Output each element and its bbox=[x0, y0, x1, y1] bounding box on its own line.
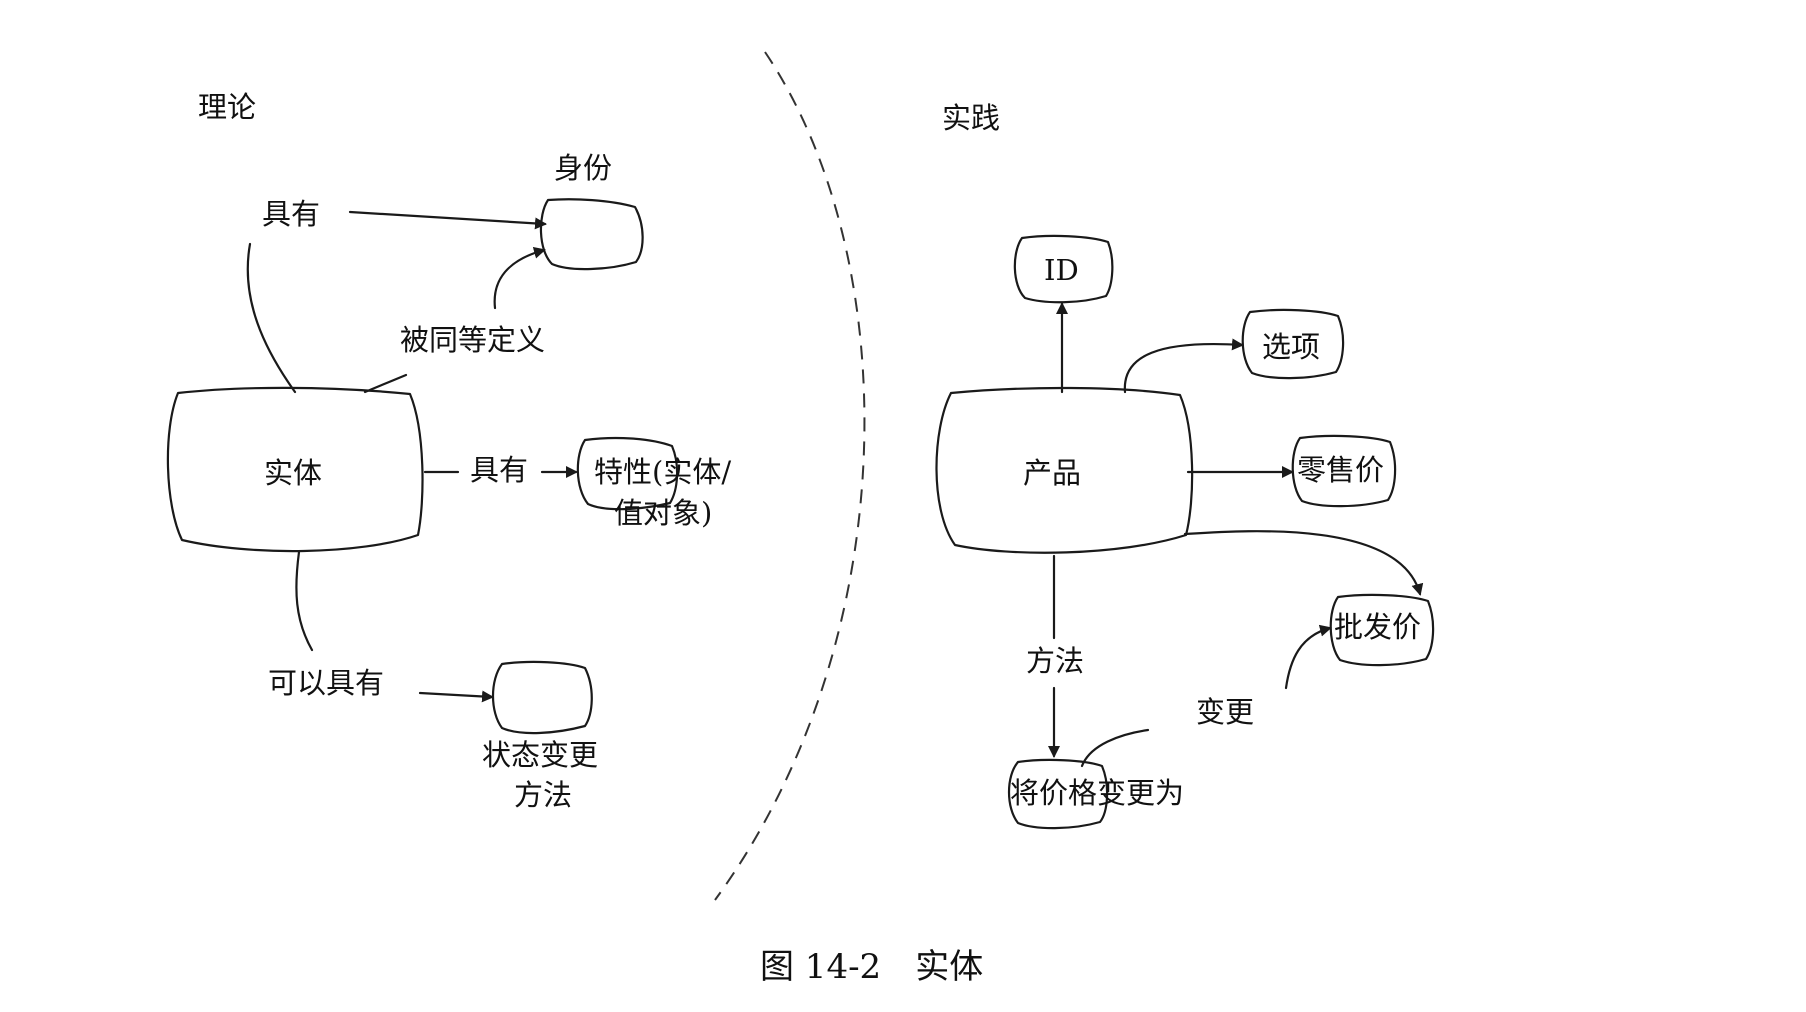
figure-caption: 图 14-2 实体 bbox=[760, 947, 983, 987]
method-label: 方法 bbox=[1026, 644, 1084, 678]
defined-by-tail bbox=[363, 373, 408, 394]
options-label: 选项 bbox=[1262, 330, 1320, 364]
identity-label: 身份 bbox=[554, 151, 612, 185]
product-options-arrow bbox=[1123, 338, 1244, 394]
defined-by-arrow bbox=[493, 246, 546, 310]
has-label-2: 具有 bbox=[470, 453, 528, 487]
state-change-label-line1: 状态变更 bbox=[482, 738, 598, 772]
section-divider bbox=[714, 51, 866, 901]
id-label: ID bbox=[1044, 253, 1079, 287]
product-label: 产品 bbox=[1023, 456, 1081, 490]
may-have-label: 可以具有 bbox=[268, 666, 384, 700]
may-have-arrow bbox=[418, 690, 494, 703]
wholesale-price-label: 批发价 bbox=[1334, 610, 1421, 644]
options-node bbox=[1241, 308, 1345, 380]
practice-section-label: 实践 bbox=[942, 101, 1000, 135]
entity-may-have-curve bbox=[295, 550, 314, 652]
has-label-1: 具有 bbox=[262, 197, 320, 231]
change-label: 变更 bbox=[1196, 695, 1254, 729]
wholesale-price-node bbox=[1329, 593, 1435, 667]
product-wholesale-arrow bbox=[1183, 530, 1424, 596]
identity-node bbox=[539, 198, 644, 271]
attributes-node bbox=[576, 436, 679, 511]
change-price-node bbox=[1008, 758, 1109, 830]
state-change-label-line2: 方法 bbox=[514, 778, 572, 812]
entity-node bbox=[166, 386, 424, 553]
id-node bbox=[1013, 234, 1114, 304]
change-curve bbox=[1080, 728, 1150, 768]
theory-section-label: 理论 bbox=[198, 90, 256, 124]
defined-by-label: 被同等定义 bbox=[400, 323, 545, 357]
change-price-label: 将价格变更为 bbox=[1010, 776, 1184, 810]
entity-label: 实体 bbox=[264, 456, 322, 490]
retail-price-node bbox=[1291, 434, 1397, 508]
attributes-label-line1: 特性(实体/ bbox=[594, 455, 731, 489]
state-change-node bbox=[492, 660, 593, 735]
retail-price-label: 零售价 bbox=[1297, 453, 1384, 487]
attributes-label-line2: 值对象) bbox=[614, 496, 712, 530]
change-wholesale-arrow bbox=[1284, 624, 1332, 690]
entity-has-identity-curve bbox=[246, 242, 297, 394]
has-identity-arrow bbox=[348, 210, 547, 230]
